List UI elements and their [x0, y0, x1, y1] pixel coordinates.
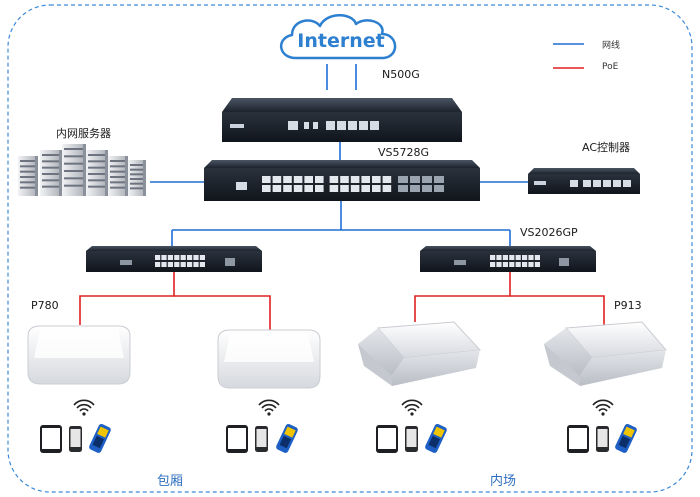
pos-terminal-icon: [424, 423, 448, 454]
access-point-p913-1: [358, 321, 482, 386]
wifi-icon: [73, 399, 95, 417]
internet-cloud-icon: Internet: [280, 14, 397, 60]
zone-left-label: 包厢: [157, 474, 184, 489]
client-devices-group-2: [226, 423, 299, 454]
wifi-icon: [258, 399, 280, 417]
ap-right-label: P913: [614, 299, 642, 312]
poe-right-ap2: [510, 295, 605, 325]
access-switch-left: [86, 246, 262, 272]
phone-icon: [255, 426, 268, 452]
core-switch-device: [204, 160, 480, 201]
poe-left-ap1: [79, 272, 175, 325]
access-point-p780-2: [217, 329, 321, 389]
router-device: [222, 98, 462, 142]
client-devices-group-4: [567, 423, 638, 454]
poe-links: [79, 272, 605, 330]
ac-controller-device: [528, 168, 640, 194]
wifi-icon: [592, 399, 614, 417]
network-boundary: [7, 4, 693, 493]
tablet-icon: [40, 425, 62, 453]
client-devices-group-1: [40, 423, 112, 454]
pos-terminal-icon: [614, 423, 638, 454]
access-point-p780-1: [27, 325, 131, 385]
core-switch-label: VS5728G: [378, 146, 430, 159]
wifi-icon: [401, 399, 423, 417]
legend-ethernet-label: 网线: [602, 41, 621, 51]
ethernet-links: [150, 64, 528, 248]
access-point-p913-2: [544, 321, 667, 386]
server-rack-icon: [18, 144, 146, 196]
tablet-icon: [567, 425, 589, 453]
legend-poe-label: PoE: [602, 62, 619, 72]
zone-right-label: 内场: [490, 474, 517, 489]
router-label: N500G: [382, 68, 420, 81]
phone-icon: [405, 426, 418, 452]
access-switch-label: VS2026GP: [520, 226, 578, 239]
poe-right-ap1: [414, 272, 511, 322]
client-devices-group-3: [376, 423, 448, 454]
server-label: 内网服务器: [56, 127, 111, 140]
tablet-icon: [226, 425, 248, 453]
ac-controller-label: AC控制器: [582, 141, 631, 154]
phone-icon: [69, 426, 82, 452]
access-switch-right: [420, 246, 596, 272]
phone-icon: [596, 426, 609, 452]
pos-terminal-icon: [275, 423, 299, 454]
pos-terminal-icon: [88, 423, 112, 454]
ap-left-label: P780: [31, 299, 59, 312]
poe-left-ap2: [174, 295, 271, 330]
tablet-icon: [376, 425, 398, 453]
internet-label: Internet: [297, 30, 384, 52]
